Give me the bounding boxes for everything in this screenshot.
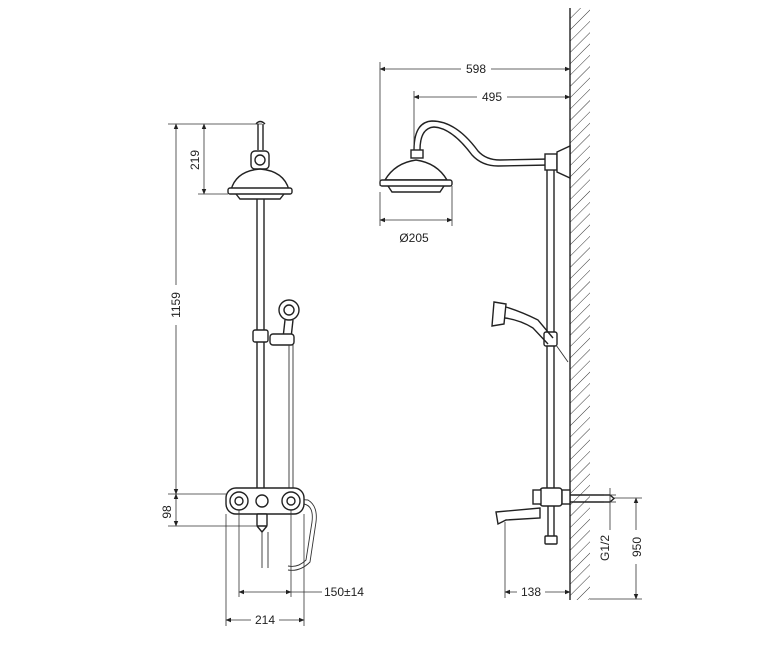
dim-g12-group: G1/2	[598, 488, 616, 561]
front-riser-rail	[252, 199, 269, 490]
dim-598-group: 598	[379, 61, 571, 186]
water-inlet	[570, 494, 616, 503]
dim-214-label: 214	[255, 613, 275, 627]
side-rain-shower-head	[379, 159, 453, 193]
front-hand-shower	[269, 299, 317, 571]
dim-950-label: 950	[630, 537, 644, 557]
side-riser-rail	[543, 170, 558, 488]
dim-950-group: 950	[590, 497, 644, 600]
dim-150-label: 150±14	[324, 585, 364, 599]
dim-219-group: 219	[188, 123, 262, 195]
side-hand-shower	[491, 301, 569, 363]
wall-section	[569, 8, 590, 600]
dim-214-group: 214	[225, 514, 305, 627]
front-view: 219 1159 98 150±14	[160, 120, 364, 627]
dim-98-label: 98	[160, 505, 174, 519]
dim-98-group: 98	[160, 493, 257, 527]
dim-495-label: 495	[482, 90, 502, 104]
side-mixer-valve	[495, 487, 571, 545]
dim-1159-group: 1159	[168, 123, 226, 495]
side-shower-arm	[410, 120, 571, 180]
dim-1159-label: 1159	[169, 292, 183, 318]
dim-495-group: 495	[413, 89, 571, 150]
dim-138-group: 138	[504, 522, 571, 599]
dim-g12-label: G1/2	[598, 535, 612, 561]
dim-205-group: Ø205	[379, 186, 453, 245]
dim-150-group: 150±14	[238, 510, 364, 599]
front-mixer-valve	[225, 487, 305, 568]
front-rain-shower-head	[227, 120, 293, 200]
dim-219-label: 219	[188, 150, 202, 170]
dim-598-label: 598	[466, 62, 486, 76]
side-view: 598 495 Ø205 138 G1/2	[379, 8, 644, 600]
dim-205-label: Ø205	[399, 231, 429, 245]
dim-138-label: 138	[521, 585, 541, 599]
